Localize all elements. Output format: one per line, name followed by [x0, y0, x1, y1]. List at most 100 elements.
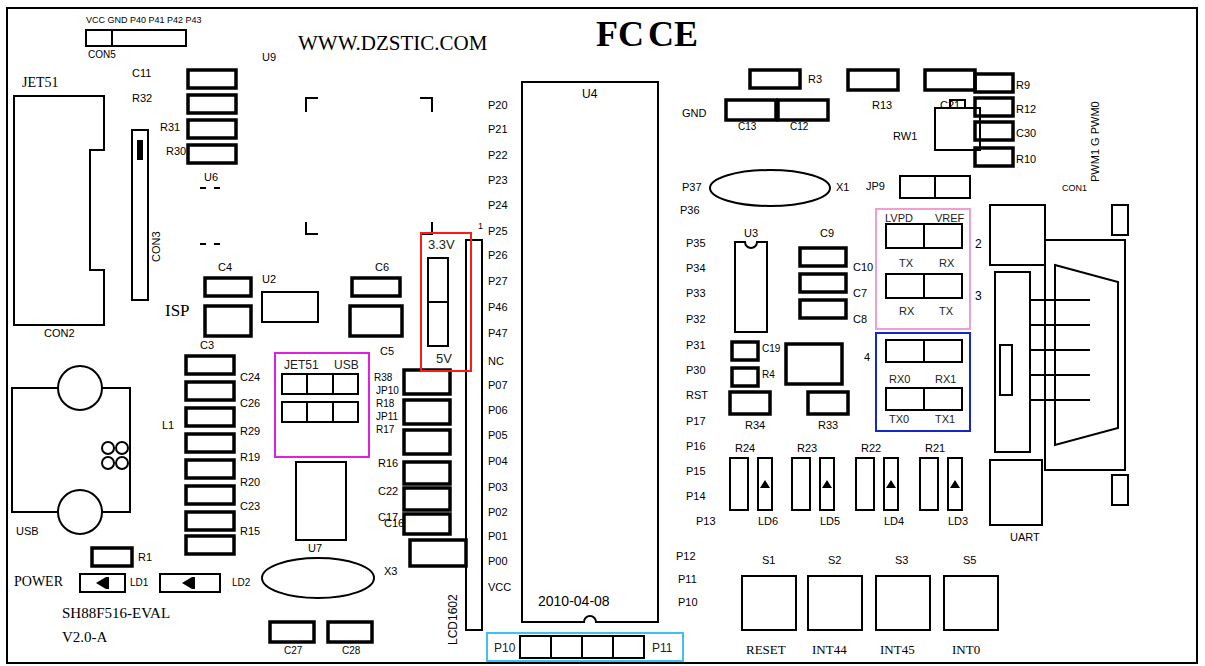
- silkscreen-label: S1: [762, 555, 775, 566]
- silkscreen-label: C17: [378, 512, 398, 523]
- ic-outline: [200, 188, 220, 244]
- pad-pair: [925, 70, 975, 90]
- silkscreen-label: RESET: [746, 643, 786, 656]
- led-symbol: [80, 458, 962, 592]
- silkscreen-label: R31: [160, 122, 180, 133]
- silkscreen-label: P20: [488, 100, 508, 111]
- silkscreen-label: 2: [975, 238, 982, 250]
- silkscreen-label: P47: [488, 328, 508, 339]
- pad-pair: [800, 300, 846, 318]
- pad-pair: [404, 462, 450, 484]
- silkscreen-label: P22: [488, 150, 508, 161]
- jumper-block: [282, 402, 358, 422]
- crystal: [262, 558, 374, 598]
- crystal: [710, 170, 830, 206]
- led-symbol: [160, 574, 220, 592]
- silkscreen-label: ISP: [165, 302, 190, 319]
- db9-connector: [1055, 265, 1118, 445]
- jumper-block: [923, 388, 925, 410]
- led-symbol: [760, 480, 770, 488]
- silkscreen-label: C13: [738, 122, 756, 132]
- pad-pair: [205, 306, 251, 336]
- silkscreen-label: WWW.DZSTIC.COM: [298, 33, 487, 54]
- board-outline: [7, 8, 1197, 663]
- silkscreen-label: S3: [895, 555, 908, 566]
- push-button: [876, 576, 930, 630]
- silkscreen-label: 3: [975, 290, 982, 302]
- jet51-connector: [14, 96, 104, 325]
- jumper-label: TX0: [889, 414, 909, 425]
- ic-outline: [262, 292, 318, 322]
- silkscreen-label: P46: [488, 302, 508, 313]
- silkscreen-label: C7: [853, 288, 867, 299]
- silkscreen-label: R30: [166, 146, 186, 157]
- led-symbol: [856, 458, 874, 510]
- silkscreen-label: LD6: [758, 516, 778, 527]
- jumper-label: P10: [494, 642, 515, 654]
- led-symbol: [948, 458, 962, 510]
- jumper-highlight-box: RX0RX1TX0TX1: [875, 332, 971, 432]
- jumper-block: [428, 301, 448, 303]
- pad-pair: [975, 74, 1013, 92]
- silkscreen-label: U6: [204, 172, 218, 183]
- potentiometer: [935, 100, 980, 150]
- db9-connector: [990, 205, 1045, 265]
- silkscreen-label: R15: [240, 526, 260, 537]
- silkscreen-label: R4: [762, 370, 775, 380]
- silkscreen-label: P17: [686, 416, 706, 427]
- silkscreen-label: P13: [696, 516, 716, 527]
- db9-connector: [995, 272, 1030, 452]
- silkscreen-label: R18: [376, 399, 394, 409]
- jumper-block: [886, 340, 962, 362]
- silkscreen-label: P00: [488, 556, 508, 567]
- jumper-label: RX1: [935, 374, 956, 385]
- silkscreen-label: C10: [853, 262, 873, 273]
- jumper-label: 5V: [436, 352, 452, 365]
- silkscreen-label: P07: [488, 380, 508, 391]
- ic-outline: [137, 140, 143, 160]
- jumper-block: [934, 176, 936, 198]
- ic-outline: [132, 130, 148, 300]
- usb-connector: [102, 442, 114, 454]
- silkscreen-label: L1: [162, 420, 174, 431]
- silkscreen-label: R23: [797, 443, 817, 454]
- silkscreen-label: P02: [488, 507, 508, 518]
- jumper-label: TX: [899, 258, 913, 269]
- jumper-block: [886, 224, 962, 248]
- silkscreen-label: S5: [963, 555, 976, 566]
- pad-pair: [186, 382, 234, 400]
- led-symbol: [950, 480, 960, 488]
- silkscreen-label: C11: [132, 68, 151, 79]
- led-symbol: [884, 458, 898, 510]
- header-con5: [86, 30, 186, 46]
- led-symbol: [886, 480, 896, 488]
- silkscreen-label: X1: [836, 182, 849, 193]
- pad-pair: [800, 274, 846, 292]
- pad-pair: [404, 488, 450, 510]
- silkscreen-label: P24: [488, 200, 508, 211]
- led-symbol: [106, 577, 109, 589]
- jumper-block: [923, 224, 925, 248]
- silkscreen-label: C24: [240, 372, 260, 383]
- silkscreen-label: JP9: [866, 181, 885, 192]
- silkscreen-label: JP10: [376, 386, 399, 396]
- pad-pair: [410, 540, 466, 566]
- silkscreen-label: R22: [861, 443, 881, 454]
- pad-pair: [350, 306, 402, 336]
- jumper-block: [900, 176, 970, 198]
- pad-pair: [404, 400, 450, 424]
- jumper-label: 3.3V: [428, 238, 455, 251]
- silkscreen-label: C19: [762, 344, 780, 354]
- silkscreen-label: C28: [342, 646, 360, 656]
- silkscreen-label: LD2: [232, 578, 250, 588]
- silkscreen-label: R24: [735, 443, 755, 454]
- led-symbol: [820, 458, 834, 510]
- silkscreen-label: P11: [678, 574, 697, 585]
- silkscreen-label: P33: [686, 288, 706, 299]
- silkscreen-label: C3: [200, 340, 214, 351]
- jumper-highlight-box: P10P11: [486, 632, 684, 662]
- jumper-block: [282, 176, 970, 658]
- pad-pair: [800, 248, 846, 266]
- silkscreen-label: P05: [488, 430, 508, 441]
- pad-pair: [328, 622, 372, 642]
